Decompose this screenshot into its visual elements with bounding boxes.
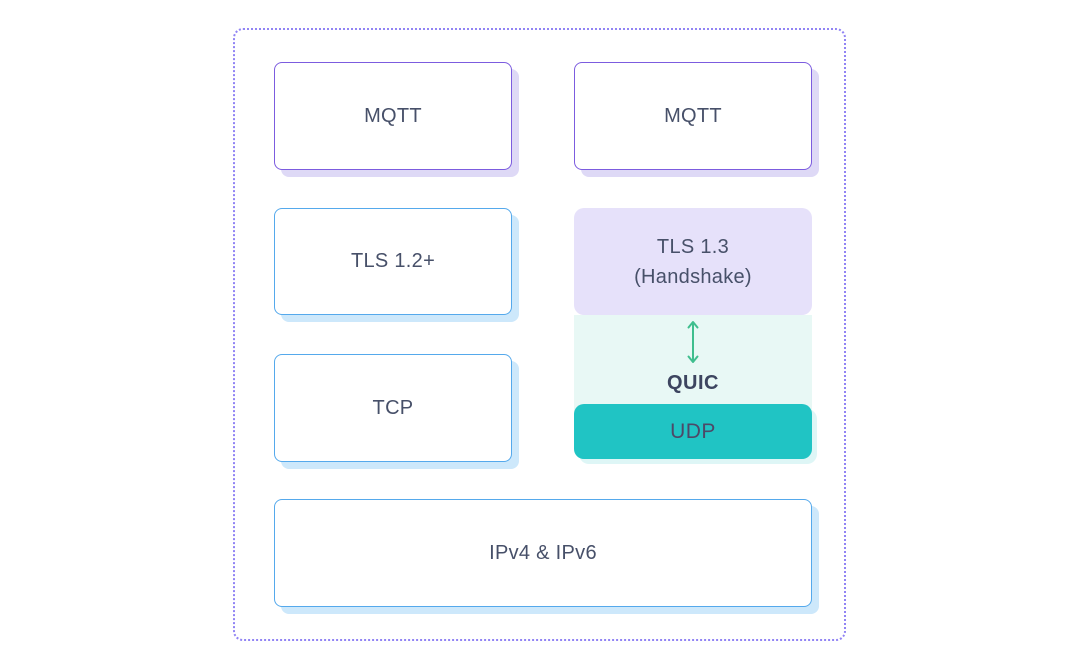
tcp-box: TCP [274,354,512,462]
udp-label: UDP [670,419,716,443]
mqtt-left-label: MQTT [364,104,422,127]
mqtt-box-left: MQTT [274,62,512,170]
quic-label: QUIC [667,372,719,394]
tls12-label: TLS 1.2+ [350,250,436,272]
tcp-label: TCP [372,396,414,419]
ipv4-ipv6-box: IPv4 & IPv6 [274,499,812,607]
ipv4-ipv6-label: IPv4 & IPv6 [489,541,597,564]
bidirectional-arrow-icon [687,321,699,363]
tls13-handshake-box: TLS 1.3 (Handshake) [574,208,812,315]
mqtt-right-label: MQTT [664,104,722,127]
tls13-label-line2: (Handshake) [634,265,752,288]
diagram-frame: MQTT TLS 1.2+ TCP MQTT TLS 1.3 (Handshak… [233,28,846,641]
udp-box: UDP [574,404,812,459]
tls12-box: TLS 1.2+ [274,208,512,315]
quic-zone: QUIC UDP [574,315,812,459]
mqtt-box-right: MQTT [574,62,812,170]
tls13-label-line1: TLS 1.3 [656,235,730,258]
